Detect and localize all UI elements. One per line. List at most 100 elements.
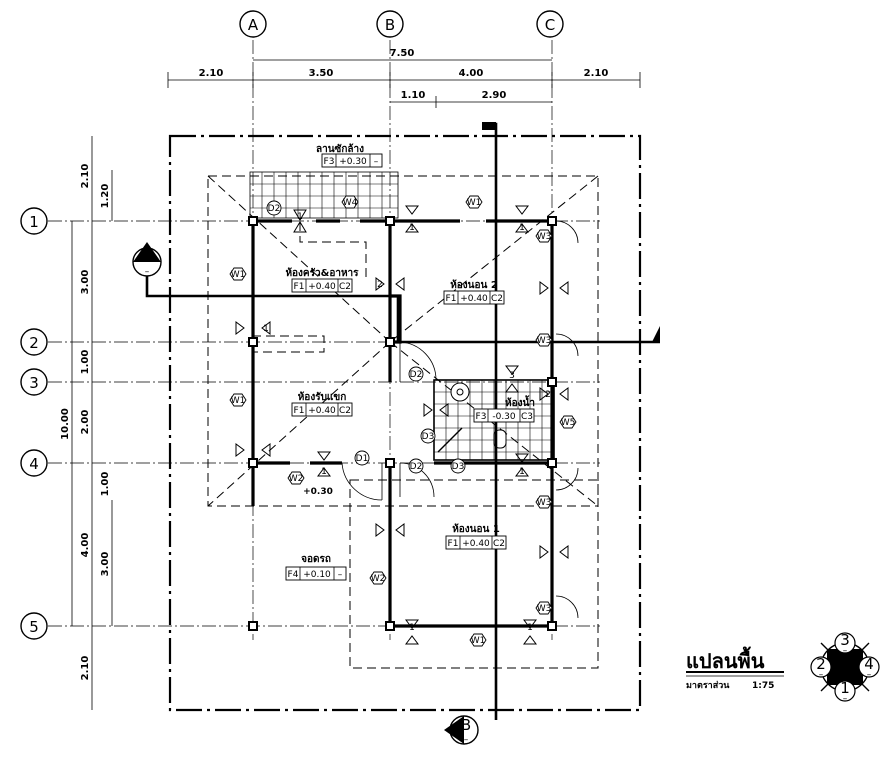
- section-marker-a: A –: [132, 242, 162, 277]
- grid-bubble-1: 1: [20, 207, 48, 235]
- window-tag-w1-kitchen: W1: [229, 267, 247, 281]
- svg-text:4.00: 4.00: [459, 68, 484, 79]
- grid-bubble-2: 2: [20, 328, 48, 356]
- svg-text:ห้องนอน 2: ห้องนอน 2: [450, 279, 498, 291]
- svg-text:1.00: 1.00: [100, 472, 111, 497]
- svg-text:W1: W1: [467, 198, 482, 208]
- svg-text:D2: D2: [410, 462, 423, 472]
- window-tag-w3-3: W3: [535, 495, 553, 509]
- laundry-hatch: [249, 171, 399, 219]
- top-dimensions: 7.50 2.10 3.50 4.00 2.10 1.10 2.90: [167, 48, 641, 108]
- room-bedroom-2: ห้องนอน 2 F1 +0.40 C2: [443, 279, 505, 305]
- svg-text:1: 1: [519, 223, 525, 233]
- svg-text:มาตราส่วน: มาตราส่วน: [686, 680, 730, 691]
- svg-text:+0.30: +0.30: [339, 157, 367, 167]
- grid-bubble-a: A: [239, 10, 267, 38]
- svg-text:W3: W3: [537, 336, 552, 346]
- svg-text:–: –: [819, 670, 824, 680]
- porch-level: +0.30: [303, 487, 333, 497]
- svg-text:B: B: [385, 16, 395, 34]
- svg-text:1: 1: [297, 212, 303, 222]
- svg-text:5: 5: [29, 618, 39, 636]
- doors: [341, 220, 579, 619]
- svg-text:C3: C3: [521, 412, 533, 422]
- svg-text:3: 3: [29, 374, 39, 392]
- svg-text:–: –: [843, 646, 848, 656]
- elevation-key-symbol: 3 – 1 – 2 – 4 –: [810, 631, 880, 704]
- svg-text:W3: W3: [537, 604, 552, 614]
- svg-text:D2: D2: [410, 370, 423, 380]
- svg-text:2: 2: [29, 334, 39, 352]
- svg-text:2.10: 2.10: [199, 68, 224, 79]
- room-carport: จอดรถ F4 +0.10 –: [285, 554, 347, 581]
- svg-text:F3: F3: [476, 412, 487, 422]
- door-tag-d2-laundry: D2: [266, 200, 282, 216]
- svg-text:B: B: [461, 716, 471, 734]
- svg-text:1: 1: [409, 623, 415, 633]
- door-tag-d1: D1: [354, 450, 370, 466]
- svg-text:1: 1: [840, 679, 850, 697]
- svg-text:D3: D3: [422, 432, 435, 442]
- svg-text:W1: W1: [471, 636, 486, 646]
- section-cut-lines: [145, 122, 660, 720]
- room-bathroom: ห้องน้ำ F3 -0.30 C3: [473, 395, 535, 423]
- svg-text:แปลนพื้น: แปลนพื้น: [686, 646, 765, 673]
- left-dimensions: 10.00 2.10 1.20 3.00 1.00 2.00 1.00 4.00…: [60, 136, 113, 710]
- svg-text:-0.30: -0.30: [492, 412, 516, 422]
- svg-text:F4: F4: [288, 570, 299, 580]
- grid-bubble-b: B: [376, 10, 404, 38]
- svg-text:2: 2: [377, 280, 383, 290]
- window-tag-w3-2: W3: [535, 333, 553, 347]
- svg-text:W1: W1: [231, 396, 246, 406]
- svg-text:F1: F1: [448, 539, 459, 549]
- room-living: ห้องรับแขก F1 +0.40 C2: [291, 391, 353, 417]
- svg-text:F3: F3: [324, 157, 335, 167]
- door-tag-d3-b: D3: [450, 458, 466, 474]
- section-marker-b: B –: [444, 715, 479, 745]
- svg-text:ห้องครัว&อาหาร: ห้องครัว&อาหาร: [285, 267, 359, 279]
- svg-text:W1: W1: [231, 270, 246, 280]
- svg-text:2.00: 2.00: [80, 410, 91, 435]
- svg-text:ห้องน้ำ: ห้องน้ำ: [505, 395, 535, 409]
- svg-text:+0.10: +0.10: [303, 570, 331, 580]
- svg-text:1: 1: [527, 623, 533, 633]
- svg-text:1:75: 1:75: [752, 681, 774, 691]
- svg-text:3.50: 3.50: [309, 68, 334, 79]
- svg-text:C2: C2: [491, 294, 503, 304]
- svg-text:1.10: 1.10: [401, 90, 426, 101]
- svg-text:F1: F1: [294, 282, 305, 292]
- svg-text:–: –: [338, 570, 343, 580]
- window-tag-w2-bed1: W2: [369, 571, 387, 585]
- svg-text:–: –: [843, 694, 848, 704]
- svg-text:4: 4: [29, 455, 39, 473]
- svg-text:D1: D1: [356, 454, 369, 464]
- svg-text:+0.40: +0.40: [460, 294, 488, 304]
- property-boundary: [168, 134, 642, 712]
- svg-text:2: 2: [816, 655, 826, 673]
- columns: [248, 216, 557, 631]
- svg-text:4.00: 4.00: [80, 533, 91, 558]
- svg-text:+0.40: +0.40: [308, 282, 336, 292]
- svg-text:A: A: [142, 248, 153, 266]
- svg-text:+0.40: +0.40: [462, 539, 490, 549]
- svg-text:C: C: [545, 16, 555, 34]
- svg-text:จอดรถ: จอดรถ: [301, 554, 331, 565]
- grid-bubble-5: 5: [20, 612, 48, 640]
- roof-outline: [207, 175, 599, 669]
- svg-text:C2: C2: [339, 282, 351, 292]
- door-tag-d2-living: D2: [408, 366, 424, 382]
- svg-text:2.10: 2.10: [80, 656, 91, 681]
- svg-text:W2: W2: [289, 474, 304, 484]
- svg-text:1: 1: [519, 467, 525, 477]
- window-tag-w3-4: W3: [535, 601, 553, 615]
- elevation-markers: 1 1 1 1 2 3 1 1 1 1 2: [235, 205, 569, 645]
- svg-text:ลานซักล้าง: ลานซักล้าง: [316, 143, 364, 155]
- svg-text:1: 1: [321, 467, 327, 477]
- svg-text:C2: C2: [493, 539, 505, 549]
- svg-text:7.50: 7.50: [390, 48, 415, 59]
- svg-text:3: 3: [509, 371, 515, 381]
- svg-text:3.00: 3.00: [100, 552, 111, 577]
- door-tag-d3-a: D3: [420, 428, 436, 444]
- svg-text:W2: W2: [371, 574, 386, 584]
- room-bedroom-1: ห้องนอน 1 F1 +0.40 C2: [445, 523, 507, 550]
